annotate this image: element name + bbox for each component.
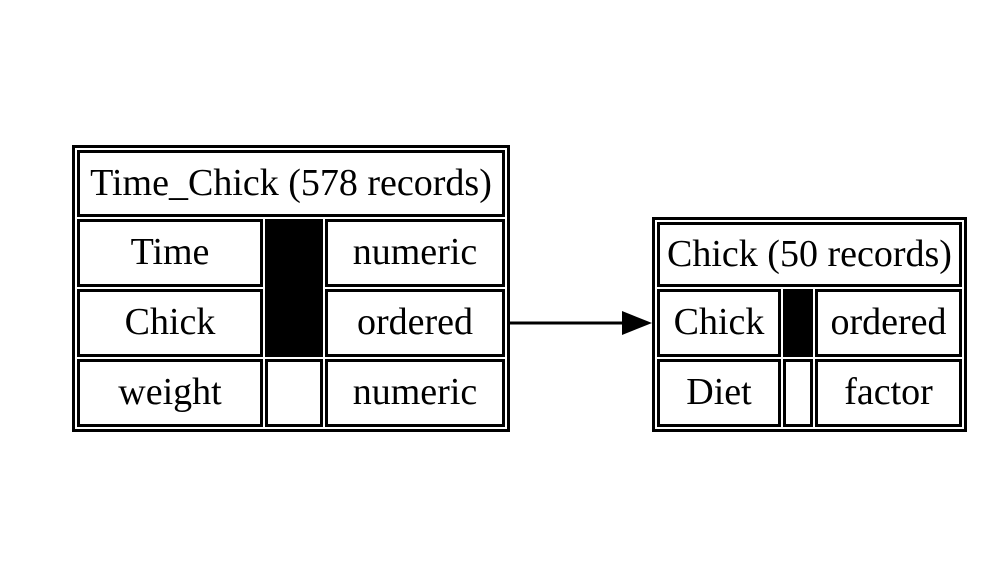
key-indicator-empty	[783, 359, 813, 427]
column-name-weight: weight	[77, 359, 263, 427]
column-type-time: numeric	[325, 219, 505, 287]
column-type-chick: ordered	[325, 289, 505, 357]
column-type-weight: numeric	[325, 359, 505, 427]
column-name-chick: Chick	[657, 289, 781, 357]
table-row: Chick ordered	[657, 289, 962, 357]
table-row: Chick ordered	[77, 289, 505, 357]
table-title-chick: Chick (50 records)	[657, 222, 962, 287]
table-header-row: Chick (50 records)	[657, 222, 962, 287]
column-type-chick: ordered	[815, 289, 962, 357]
table-row: weight numeric	[77, 359, 505, 427]
key-indicator-filled	[265, 219, 323, 357]
column-name-time: Time	[77, 219, 263, 287]
table-row: Time numeric	[77, 219, 505, 357]
key-indicator-filled	[783, 289, 813, 357]
column-name-diet: Diet	[657, 359, 781, 427]
table-node-chick: Chick (50 records) Chick ordered Diet fa…	[652, 217, 967, 432]
column-name-chick: Chick	[77, 289, 263, 357]
column-type-diet: factor	[815, 359, 962, 427]
table-header-row: Time_Chick (578 records)	[77, 150, 505, 217]
key-indicator-empty	[265, 359, 323, 427]
table-title-time-chick: Time_Chick (578 records)	[77, 150, 505, 217]
relation-arrowhead-icon	[622, 311, 652, 335]
table-row: Diet factor	[657, 359, 962, 427]
table-node-time-chick: Time_Chick (578 records) Time numeric Ch…	[72, 145, 510, 432]
